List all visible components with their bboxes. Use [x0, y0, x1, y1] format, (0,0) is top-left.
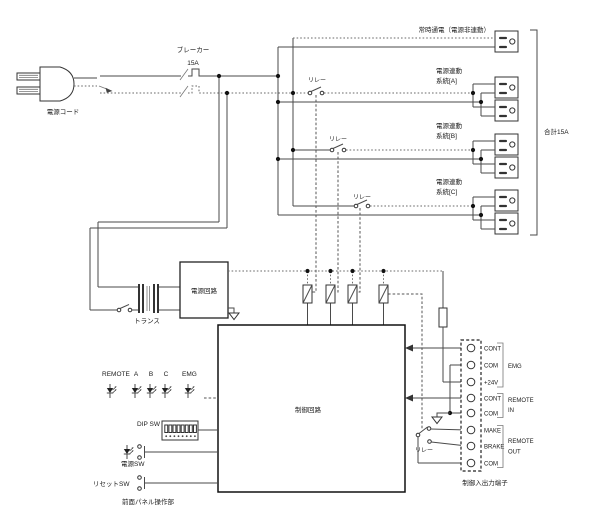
total-bracket: [530, 29, 538, 236]
dip-switch: [161, 420, 218, 441]
system-c-label-2: 系統[C]: [436, 187, 458, 196]
breaker-rating: 15A: [187, 60, 199, 67]
output-relay-contact: [415, 426, 468, 464]
channel-b-label: B: [149, 371, 153, 378]
breaker-label: ブレーカー: [177, 45, 210, 54]
relay-linkage-lines: [312, 95, 423, 430]
emg-label: EMG: [182, 371, 197, 378]
reset-switch: [137, 475, 218, 491]
power-circuit-ground: [228, 307, 240, 320]
terminal-brake: BRAKE: [484, 445, 504, 451]
channel-a-label: A: [134, 371, 139, 378]
control-circuit-box: [217, 324, 406, 493]
fuse-or-resistor: [438, 307, 448, 328]
io-wiring: [405, 344, 467, 424]
relay-coils: [302, 284, 389, 304]
terminal-cont-emg: CONT: [484, 347, 501, 353]
power-plug-icon: [16, 66, 97, 102]
group-remote-out-label-1: REMOTE: [508, 439, 534, 445]
remote-label: REMOTE: [102, 371, 130, 378]
group-remote-out-label-2: OUT: [508, 450, 521, 456]
reset-sw-label: リセットSW: [93, 480, 130, 488]
relay-c-label: リレー: [353, 195, 371, 201]
power-cord-label: 電源コード: [47, 107, 80, 116]
dc-bus: [228, 268, 467, 383]
transformer-label: トランス: [134, 317, 160, 325]
always-on-label: 常時通電（電源非連動）: [419, 25, 491, 34]
system-b-label-2: 系統[B]: [436, 131, 457, 140]
front-panel-leds: [106, 383, 218, 399]
group-remote-in-label-2: IN: [508, 408, 514, 414]
total-label: 合計15A: [544, 127, 569, 136]
terminal-block: [460, 339, 482, 472]
terminal-group-brackets: [497, 342, 504, 468]
dip-sw-label: DIP SW: [137, 421, 161, 428]
relay-b-label: リレー: [329, 137, 347, 143]
terminal-com-out: COM: [484, 462, 498, 468]
outlet-system-a: [470, 76, 519, 122]
power-circuit-label: 電源回路: [191, 286, 218, 295]
power-circuit-box: [179, 261, 229, 319]
relay-a-label: リレー: [308, 78, 326, 84]
front-panel-label: 前面パネル操作部: [122, 497, 175, 506]
power-switch: [123, 444, 218, 460]
terminal-make: MAKE: [484, 429, 501, 435]
relay-a-contact: [307, 86, 473, 96]
system-a-label-2: 系統[A]: [436, 76, 457, 85]
distribution-rails: [89, 37, 495, 311]
system-c-label-1: 電源連動: [436, 177, 463, 186]
outlet-system-b: [470, 133, 519, 179]
control-circuit-label: 制御回路: [295, 405, 322, 414]
relay-c-contact: [353, 199, 473, 209]
current-direction-arrow: [105, 87, 113, 93]
terminal-cont-in: CONT: [484, 397, 501, 403]
mains-wires: [98, 75, 181, 94]
transformer-symbol: [116, 284, 180, 313]
outlet-always-on: [494, 30, 519, 53]
group-remote-in-label-1: REMOTE: [508, 398, 534, 404]
terminal-com-in: COM: [484, 412, 498, 418]
terminal-com-emg: COM: [484, 364, 498, 370]
io-terminal-label: 制御入出力端子: [462, 478, 508, 487]
terminal-24v: +24V: [484, 381, 498, 387]
relay-b-contact: [329, 143, 473, 153]
channel-c-label: C: [164, 371, 169, 378]
breaker-symbol: [179, 68, 308, 98]
system-a-label-1: 電源連動: [436, 66, 463, 75]
outlet-system-c: [470, 189, 519, 235]
system-b-label-1: 電源連動: [436, 121, 463, 130]
output-relay-label: リレー: [415, 448, 433, 454]
power-sw-label: 電源SW: [121, 459, 145, 468]
group-emg-label: EMG: [508, 364, 522, 370]
